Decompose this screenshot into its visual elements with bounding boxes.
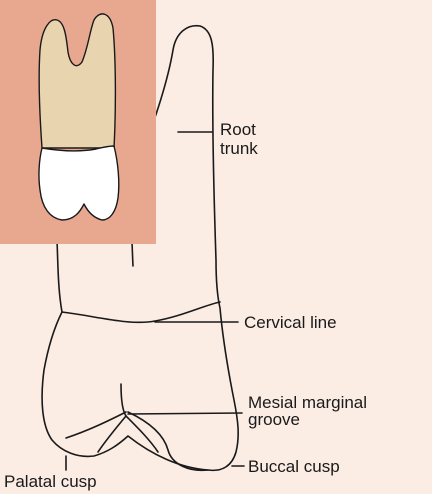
palatal-cusp-ridge — [66, 412, 126, 438]
mesial-marginal-groove-label: Mesial marginal groove — [248, 394, 367, 428]
mesial-marginal-groove-label-line-1: Mesial marginal — [248, 394, 367, 411]
buccal-cusp-ridge — [128, 412, 208, 470]
buccal-cusp-label: Buccal cusp — [248, 457, 340, 476]
palatal-cusp-label: Palatal cusp — [4, 472, 97, 491]
tooth-inset-illustration — [0, 0, 156, 244]
inset-crown — [39, 146, 119, 220]
mesial-marginal-groove — [121, 384, 126, 416]
root-trunk-label-line-2: trunk — [220, 139, 258, 158]
groove-arm-left — [98, 416, 126, 452]
root-trunk-label: Root trunk — [220, 120, 258, 158]
root-trunk-label-line-1: Root — [220, 120, 258, 139]
mesial-marginal-groove-label-line-2: groove — [248, 411, 367, 428]
cervical-line-label: Cervical line — [244, 313, 337, 332]
cervical-line — [62, 302, 220, 322]
mesial-groove-leader — [128, 413, 242, 414]
